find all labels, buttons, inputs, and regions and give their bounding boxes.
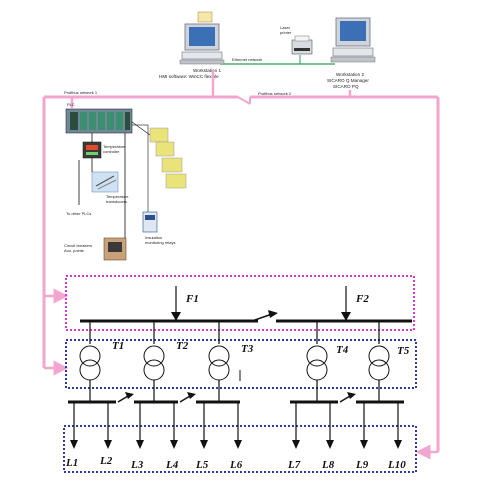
secondary-busbars (68, 392, 404, 404)
profibus-2-label: Profibus network 2 (258, 91, 292, 96)
transformer-section-box (65, 339, 417, 389)
load-label-7: L7 (287, 459, 301, 471)
temperature-controller-icon (82, 141, 102, 159)
transformer-label-4: T4 (336, 344, 349, 356)
workstation-1-icon (179, 11, 225, 65)
printer-label-2: printer (280, 30, 292, 35)
load-label-3: L3 (130, 459, 144, 471)
load-label-9: L9 (355, 459, 369, 471)
transformer-t5-icon (368, 345, 390, 381)
feeder-label-2: F2 (355, 293, 369, 305)
feeder-label-1: F1 (185, 293, 199, 305)
temperature-transducers-label-2: transducers (106, 199, 127, 204)
load-label-10: L10 (387, 459, 406, 471)
ethernet-network: Ethernet network (220, 55, 335, 65)
feeder-section-box (65, 275, 415, 331)
workstation-2-software-1: SICARO Q Manager (327, 78, 369, 83)
temperature-transducers-icon (91, 171, 119, 193)
profibus-1-label: Profibus network 1 (64, 90, 98, 95)
circuit-breakers-label-2: Aux. points (64, 248, 84, 253)
workstation-2-icon (330, 17, 376, 63)
transformer-t2-icon (143, 345, 165, 381)
load-label-1: L1 (65, 457, 78, 469)
printer-label-1: Laser (280, 25, 291, 30)
temperature-controller-label-1: Temperature (103, 144, 126, 149)
insulation-relays-label-2: monitoring relays (145, 240, 175, 245)
workstation-1-title: Workstation 1 (193, 68, 221, 73)
transformer-label-1: T1 (112, 340, 124, 352)
feeder-f1 (171, 286, 181, 321)
transformer-t1-icon (79, 345, 101, 381)
secondary-drops (89, 380, 380, 402)
main-busbar (80, 310, 412, 323)
load-label-5: L5 (195, 459, 209, 471)
plc-label: PLC (67, 102, 75, 107)
profibus-network: Profibus network 1 Profibus network 2 (42, 70, 440, 460)
circuit-breakers-icon (103, 237, 127, 261)
transformer-drops (89, 321, 380, 344)
transformer-t4-icon (306, 345, 328, 381)
temperature-controller-label-2: controller (103, 149, 120, 154)
ethernet-label: Ethernet network (232, 57, 262, 62)
transformer-t3-icon (208, 345, 230, 381)
insulation-relays-label-1: Insulation (145, 235, 162, 240)
load-label-6: L6 (229, 459, 243, 471)
circuit-breakers-label-1: Circuit breakers (64, 243, 92, 248)
transformer-label-5: T5 (397, 345, 410, 357)
printer-icon (291, 35, 313, 55)
load-label-2: L2 (99, 455, 113, 467)
workstation-2-title: Workstation 2 (336, 72, 364, 77)
workstation-2-software-2: SICARO PQ (333, 84, 359, 89)
temperature-transducers-label-1: Temperature (106, 194, 129, 199)
other-plcs-label: To other PLCs (66, 211, 91, 216)
io-modules-icon (131, 121, 187, 189)
load-section-box (63, 425, 417, 473)
load-label-8: L8 (321, 459, 335, 471)
transformer-label-2: T2 (176, 340, 189, 352)
feeder-f2 (341, 286, 351, 321)
load-label-4: L4 (165, 459, 179, 471)
workstation-1-software: HMI software: WinCC flexible (159, 74, 219, 79)
plc-rack-icon (65, 108, 133, 134)
insulation-relays-icon (142, 211, 158, 233)
transformer-label-3: T3 (241, 343, 254, 355)
load-arrows (70, 402, 402, 449)
